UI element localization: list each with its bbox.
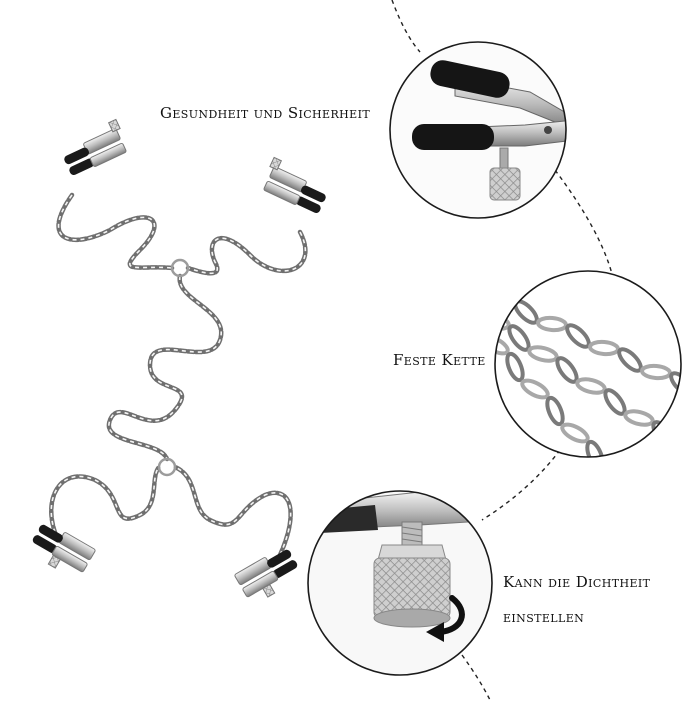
chain-segment xyxy=(49,464,162,543)
detail-rubber-tips xyxy=(389,41,567,219)
chain-link xyxy=(545,395,565,427)
chain-link xyxy=(505,351,525,383)
chain-link xyxy=(507,324,531,352)
chain-link xyxy=(527,345,559,363)
chain-link xyxy=(617,347,643,373)
clamp-top-right xyxy=(263,156,326,214)
chain-link xyxy=(651,420,675,448)
chain-link xyxy=(585,439,605,457)
chain-segment xyxy=(56,192,175,271)
detail-chain-links xyxy=(494,270,682,458)
main-chain xyxy=(49,192,308,558)
chain-link xyxy=(588,339,620,357)
chain-link xyxy=(623,409,655,427)
chain-segment-highlight xyxy=(108,275,223,460)
label-adjustable-line1: Kann die Dichtheit xyxy=(503,573,651,591)
rotate-arrow-icon xyxy=(426,622,444,642)
label-adjustable-line2: einstellen xyxy=(503,608,585,626)
clamp-bottom-right xyxy=(234,549,298,598)
chain-segment xyxy=(106,273,224,462)
chain-segment xyxy=(185,229,308,276)
chain-link xyxy=(603,388,627,416)
chain-link xyxy=(536,315,568,333)
chain-link xyxy=(495,291,516,309)
dashed-connectors xyxy=(391,0,613,701)
chain-segment xyxy=(172,464,293,558)
chain-link xyxy=(520,378,550,400)
chain-link xyxy=(640,363,672,381)
chain-rings xyxy=(157,258,190,477)
chain-segment-highlight xyxy=(174,466,292,556)
chain-link xyxy=(565,323,591,349)
clamp-top-left xyxy=(64,118,127,176)
detail-adjust-screw xyxy=(307,490,493,676)
chain-link xyxy=(560,422,590,444)
label-fixed-chain: Feste Kette xyxy=(393,351,486,369)
clamp-bottom-left xyxy=(32,524,96,573)
chain-link xyxy=(555,356,579,384)
label-health-safety: Gesundheit und Sicherheit xyxy=(160,104,371,122)
chain-link xyxy=(575,377,607,395)
chain-segment-highlight xyxy=(50,466,160,541)
